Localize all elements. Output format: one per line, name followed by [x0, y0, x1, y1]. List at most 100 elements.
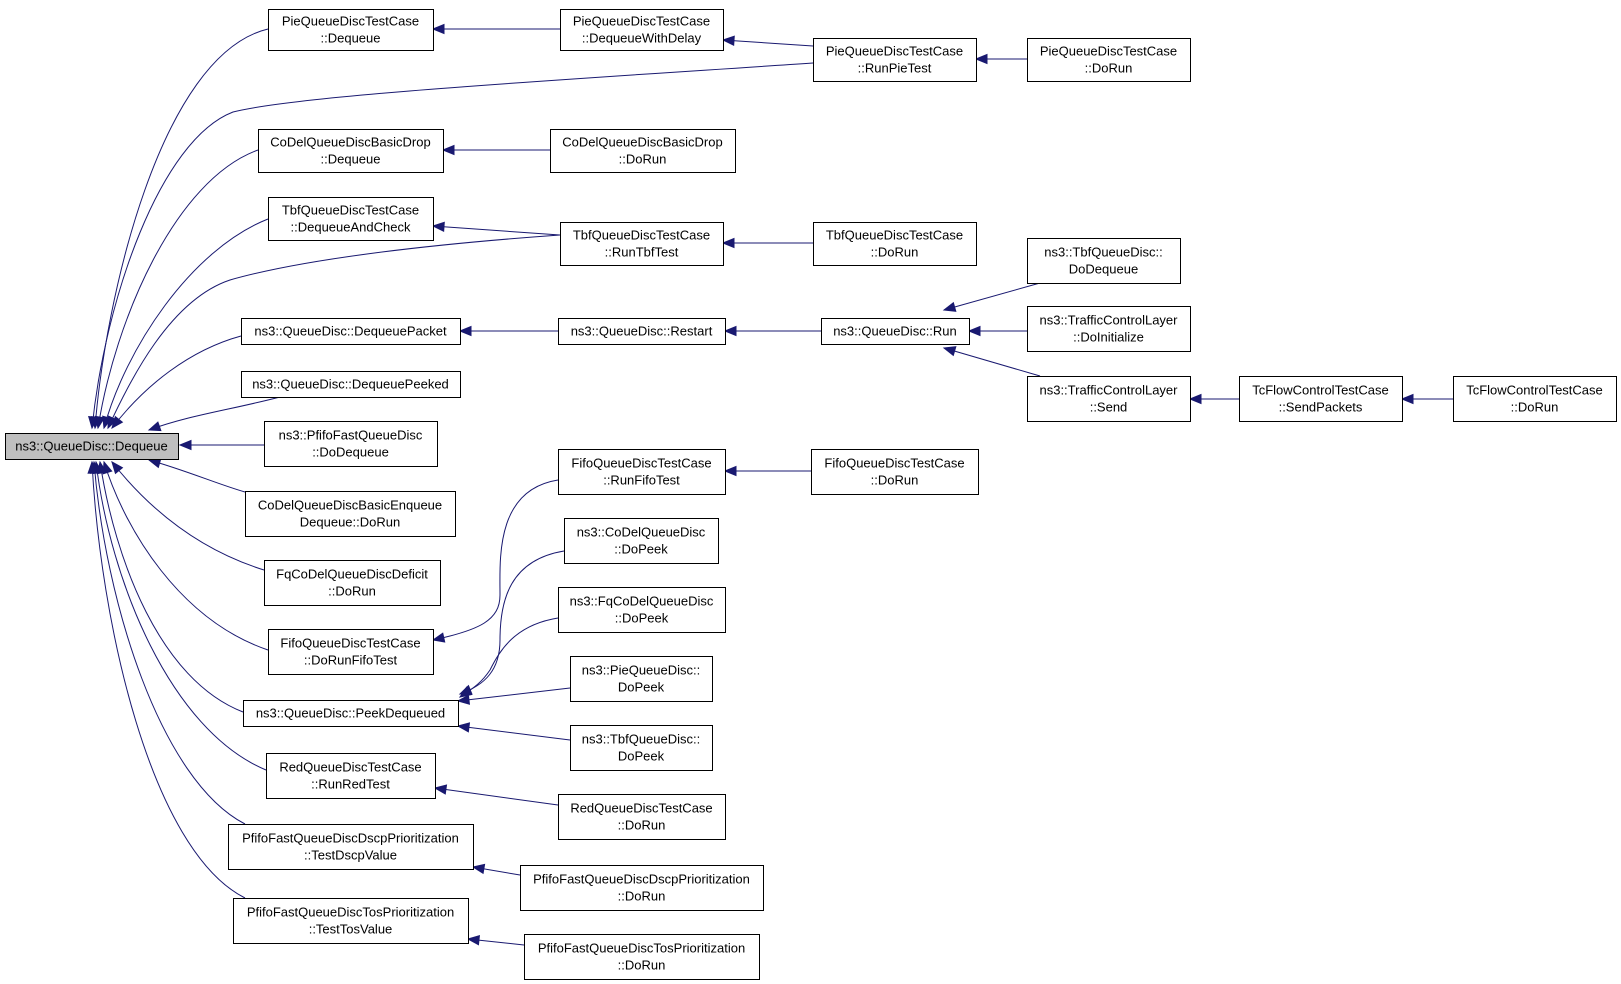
- node-qd_dp[interactable]: ns3::QueueDisc::DequeuePacket: [241, 318, 461, 345]
- edge-line: [432, 479, 559, 641]
- arrowhead: [88, 416, 99, 430]
- node-box: [268, 629, 434, 675]
- node-red_rrt[interactable]: RedQueueDiscTestCase::RunRedTest: [266, 753, 436, 799]
- node-qd_run[interactable]: ns3::QueueDisc::Run: [821, 318, 970, 345]
- node-qd_peekdeq[interactable]: ns3::QueueDisc::PeekDequeued: [243, 700, 459, 727]
- edge-pf_dscp_run-to-pf_dscp_tdv: [471, 863, 521, 876]
- node-label-line: ::DoRun: [1085, 61, 1133, 76]
- node-box: [560, 9, 724, 51]
- edge-line: [103, 461, 269, 651]
- edge-line: [722, 39, 814, 47]
- node-codel_dopeek[interactable]: ns3::CoDelQueueDisc::DoPeek: [564, 518, 719, 564]
- node-tbf_run[interactable]: TbfQueueDiscTestCase::RunTbfTest: [560, 222, 724, 266]
- node-qd_dpk[interactable]: ns3::QueueDisc::DequeuePeeked: [241, 371, 461, 398]
- node-root[interactable]: ns3::QueueDisc::Dequeue: [5, 433, 179, 460]
- node-tcfc_run[interactable]: TcFlowControlTestCase::DoRun: [1453, 376, 1617, 422]
- node-label-line: PfifoFastQueueDiscTosPrioritization: [247, 905, 454, 920]
- node-pie_dopeek[interactable]: ns3::PieQueueDisc::DoPeek: [570, 656, 713, 702]
- node-pie_run[interactable]: PieQueueDiscTestCase::RunPieTest: [813, 38, 977, 82]
- node-label-line: ::DoRun: [1511, 400, 1559, 415]
- node-box: [1027, 306, 1191, 352]
- node-label-line: ns3::PieQueueDisc::: [582, 663, 701, 678]
- edge-tcl_send-to-qd_run: [942, 346, 1041, 377]
- node-box: [524, 934, 760, 980]
- node-qd_restart[interactable]: ns3::QueueDisc::Restart: [558, 318, 726, 345]
- node-label-line: PieQueueDiscTestCase: [826, 44, 963, 59]
- node-label-line: FqCoDelQueueDiscDeficit: [276, 567, 428, 582]
- node-tbf_dac[interactable]: TbfQueueDiscTestCase::DequeueAndCheck: [268, 197, 434, 241]
- node-codel_bd[interactable]: CoDelQueueDiscBasicDrop::Dequeue: [258, 129, 444, 173]
- arrowhead: [942, 301, 957, 312]
- arrowhead: [431, 221, 445, 233]
- node-label-line: ::DoInitialize: [1073, 330, 1144, 345]
- edge-pfifo_dd-to-root: [178, 439, 264, 451]
- arrowhead: [466, 935, 480, 946]
- node-box: [264, 560, 441, 606]
- node-pfifo_dd[interactable]: ns3::PfifoFastQueueDisc::DoDequeue: [264, 421, 438, 467]
- node-pie_dorun[interactable]: PieQueueDiscTestCase::DoRun: [1027, 38, 1191, 82]
- node-label-line: ::DoRun: [619, 152, 667, 167]
- edge-tbfqd_dd-to-qd_run: [942, 282, 1041, 312]
- node-fifo_rft[interactable]: FifoQueueDiscTestCase::RunFifoTest: [558, 449, 726, 495]
- node-label-line: ns3::TrafficControlLayer: [1039, 383, 1178, 398]
- edge-line: [111, 335, 242, 429]
- node-pie_dwd[interactable]: PieQueueDiscTestCase::DequeueWithDelay: [560, 9, 724, 51]
- node-pf_dscp_run[interactable]: PfifoFastQueueDiscDscpPrioritization::Do…: [520, 865, 764, 911]
- node-label-line: ::DoRun: [618, 958, 666, 973]
- edge-line: [432, 225, 561, 236]
- node-pie_deq[interactable]: PieQueueDiscTestCase::Dequeue: [268, 9, 434, 51]
- node-fqcodel_def[interactable]: FqCoDelQueueDiscDeficit::DoRun: [264, 560, 441, 606]
- node-label-line: PfifoFastQueueDiscDscpPrioritization: [242, 831, 459, 846]
- arrowhead: [456, 694, 471, 705]
- arrowhead: [458, 325, 472, 337]
- node-label-line: ::DoRun: [871, 473, 919, 488]
- node-pf_tos_run[interactable]: PfifoFastQueueDiscTosPrioritization::DoR…: [524, 934, 760, 980]
- nodes-layer: ns3::QueueDisc::Dequeue PieQueueDiscTestC…: [5, 9, 1617, 980]
- node-label-line: FifoQueueDiscTestCase: [571, 456, 711, 471]
- edge-fifo_dorun-to-fifo_rft: [723, 465, 811, 477]
- node-tcfc_sp[interactable]: TcFlowControlTestCase::SendPackets: [1239, 376, 1403, 422]
- node-label-line: DoDequeue: [1069, 262, 1138, 277]
- node-box: [813, 38, 977, 82]
- node-tcl_send[interactable]: ns3::TrafficControlLayer::Send: [1027, 376, 1191, 422]
- edge-fifo_rft-to-fifo_drft: [431, 479, 559, 643]
- node-box: [570, 656, 713, 702]
- node-label-line: PieQueueDiscTestCase: [1040, 44, 1177, 59]
- node-label-line: ns3::QueueDisc::Dequeue: [15, 439, 167, 454]
- node-tbfqd_dd[interactable]: ns3::TbfQueueDisc::DoDequeue: [1027, 238, 1181, 284]
- edge-fqcodel_dopeek-to-qd_peekdeq: [458, 617, 559, 698]
- node-box: [243, 700, 459, 727]
- node-label-line: TcFlowControlTestCase: [1466, 383, 1603, 398]
- edge-qd_dpk-to-root: [147, 396, 281, 432]
- node-tbf_dorun[interactable]: TbfQueueDiscTestCase::DoRun: [813, 222, 977, 266]
- node-red_dorun[interactable]: RedQueueDiscTestCase::DoRun: [558, 794, 726, 840]
- node-fqcodel_dopeek[interactable]: ns3::FqCoDelQueueDisc::DoPeek: [558, 587, 726, 633]
- edge-codel_dopeek-to-qd_peekdeq: [458, 550, 565, 695]
- edge-pie_deq-to-root: [90, 28, 269, 430]
- node-label-line: ns3::QueueDisc::Run: [833, 324, 957, 339]
- edge-pf_tos_run-to-pf_tos_ttv: [466, 935, 525, 946]
- node-fifo_drft[interactable]: FifoQueueDiscTestCase::DoRunFifoTest: [268, 629, 434, 675]
- node-label-line: TcFlowControlTestCase: [1252, 383, 1389, 398]
- node-box: [241, 371, 461, 398]
- edge-red_dorun-to-red_rrt: [433, 784, 559, 806]
- node-label-line: CoDelQueueDiscBasicDrop: [562, 135, 722, 150]
- node-label-line: PfifoFastQueueDiscTosPrioritization: [538, 941, 745, 956]
- node-box: [233, 898, 469, 944]
- node-pf_tos_ttv[interactable]: PfifoFastQueueDiscTosPrioritization::Tes…: [233, 898, 469, 944]
- node-box: [550, 129, 736, 173]
- node-tbf_dopeek[interactable]: ns3::TbfQueueDisc::DoPeek: [570, 725, 713, 771]
- node-fifo_dorun[interactable]: FifoQueueDiscTestCase::DoRun: [811, 449, 979, 495]
- edge-fifo_drft-to-root: [102, 460, 269, 651]
- node-box: [268, 9, 434, 51]
- edge-fqcodel_def-to-root: [111, 460, 265, 571]
- node-codel_bd_run[interactable]: CoDelQueueDiscBasicDrop::DoRun: [550, 129, 736, 173]
- node-label-line: ::Send: [1090, 400, 1128, 415]
- edge-line: [91, 62, 814, 429]
- node-label-line: RedQueueDiscTestCase: [279, 760, 421, 775]
- node-label-line: ::RunFifoTest: [603, 473, 680, 488]
- node-tcl_init[interactable]: ns3::TrafficControlLayer::DoInitialize: [1027, 306, 1191, 352]
- node-pf_dscp_tdv[interactable]: PfifoFastQueueDiscDscpPrioritization::Te…: [228, 824, 474, 870]
